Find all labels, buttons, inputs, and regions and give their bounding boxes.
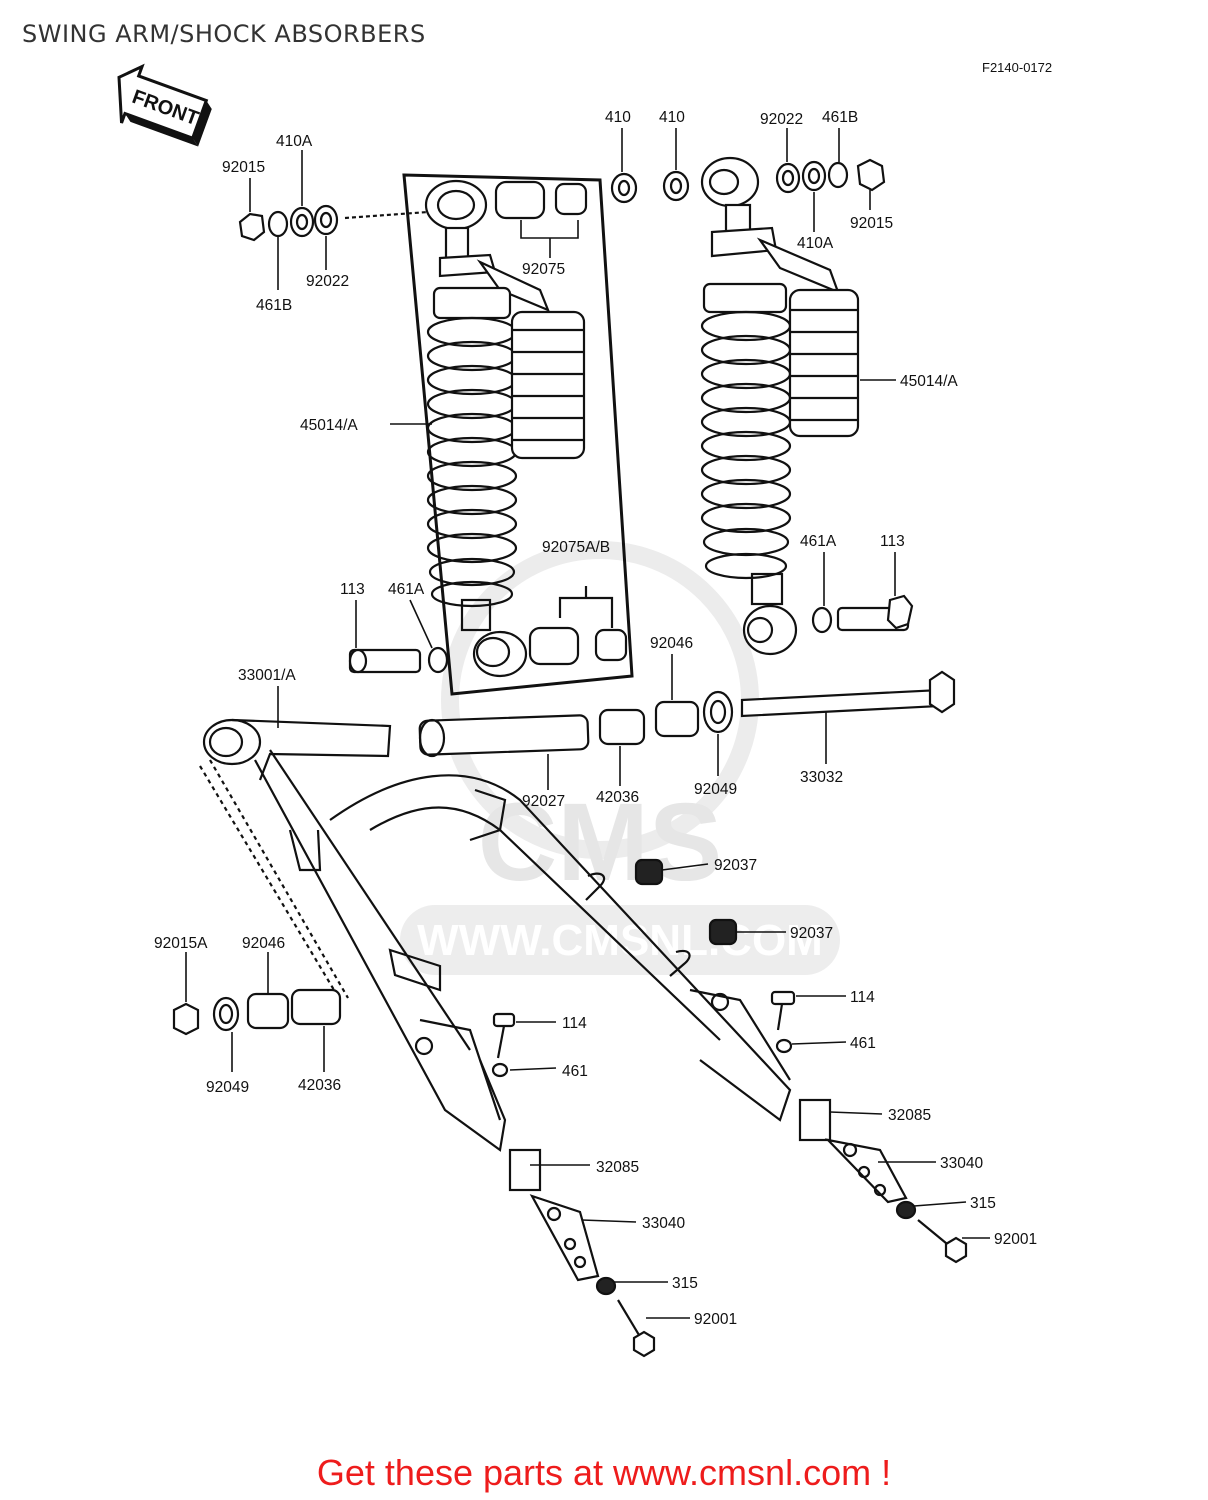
label-32085-right: 32085 <box>888 1107 931 1124</box>
label-32085-left: 32085 <box>596 1159 639 1176</box>
lower-right-hardware <box>811 594 914 634</box>
label-92015-right: 92015 <box>850 215 893 232</box>
left-shock-absorber <box>424 179 586 678</box>
label-461-left: 461 <box>562 1063 588 1080</box>
label-42036-bottom: 42036 <box>298 1077 341 1094</box>
figure-code: F2140-0172 <box>982 60 1052 75</box>
label-461b-left: 461B <box>256 297 292 314</box>
label-92001-left: 92001 <box>694 1311 737 1328</box>
watermark: CMS WWW.CMSNL.COM <box>400 541 840 975</box>
right-shock-absorber <box>700 156 860 656</box>
label-461a-right: 461A <box>800 533 837 550</box>
left-shock-spring <box>426 316 518 608</box>
parts-drawing <box>172 128 990 1358</box>
page-title: SWING ARM/SHOCK ABSORBERS <box>22 20 426 48</box>
label-92046-top: 92046 <box>650 635 693 652</box>
label-92015-left: 92015 <box>222 159 265 176</box>
label-92049-top: 92049 <box>694 781 737 798</box>
label-461-right: 461 <box>850 1035 876 1052</box>
label-114-right: 114 <box>850 989 875 1006</box>
label-461a-left: 461A <box>388 581 425 598</box>
part-labels: 410 410 92022 461B 92015 410A 461B 92022… <box>154 109 1037 1328</box>
label-113-left: 113 <box>340 581 365 598</box>
label-33032: 33032 <box>800 769 843 786</box>
label-33040-left: 33040 <box>642 1215 685 1232</box>
swing-arm <box>199 718 792 1152</box>
label-92015a: 92015A <box>154 935 208 952</box>
label-410-b: 410 <box>659 109 685 126</box>
label-42036-top: 42036 <box>596 789 639 806</box>
leader-lines <box>185 128 990 1319</box>
label-410a-left: 410A <box>276 133 313 150</box>
pivot-shaft <box>740 688 942 718</box>
top-right-hardware <box>610 158 886 204</box>
label-410a-right: 410A <box>797 235 834 252</box>
label-461b-right: 461B <box>822 109 858 126</box>
rubber-dampers <box>634 858 738 946</box>
label-33001a: 33001/A <box>238 667 296 684</box>
label-92027: 92027 <box>522 793 565 810</box>
left-shock-reservoir <box>510 310 586 460</box>
label-92037-a: 92037 <box>714 857 757 874</box>
label-114-left: 114 <box>562 1015 587 1032</box>
label-45014-right: 45014/A <box>900 373 958 390</box>
watermark-logo-text: CMS <box>478 781 722 904</box>
label-410-a: 410 <box>605 109 631 126</box>
top-left-hardware <box>238 180 588 242</box>
label-45014-left: 45014/A <box>300 417 358 434</box>
promo-link-text[interactable]: Get these parts at www.cmsnl.com ! <box>316 1452 892 1493</box>
label-92022-right: 92022 <box>760 111 803 128</box>
shock-group-box <box>402 173 634 696</box>
label-33040-right: 33040 <box>940 1155 983 1172</box>
label-92075: 92075 <box>522 261 565 278</box>
right-shock-spring <box>700 310 792 580</box>
label-92046-bottom: 92046 <box>242 935 285 952</box>
front-arrow-icon: FRONT <box>117 63 212 147</box>
label-315-left: 315 <box>672 1275 698 1292</box>
right-shock-reservoir <box>788 288 860 438</box>
label-315-right: 315 <box>970 1195 996 1212</box>
left-pivot-hardware <box>172 988 342 1036</box>
label-113-right: 113 <box>880 533 905 550</box>
label-92037-b: 92037 <box>790 925 833 942</box>
right-chain-adjuster <box>770 990 968 1264</box>
pivot-components <box>418 670 956 758</box>
label-92075ab: 92075A/B <box>542 539 610 556</box>
label-92022-left: 92022 <box>306 273 349 290</box>
watermark-url-text: WWW.CMSNL.COM <box>417 916 823 965</box>
label-92049-bottom: 92049 <box>206 1079 249 1096</box>
left-chain-adjuster <box>491 1012 656 1358</box>
label-92001-right: 92001 <box>994 1231 1037 1248</box>
lower-left-hardware <box>348 586 628 674</box>
